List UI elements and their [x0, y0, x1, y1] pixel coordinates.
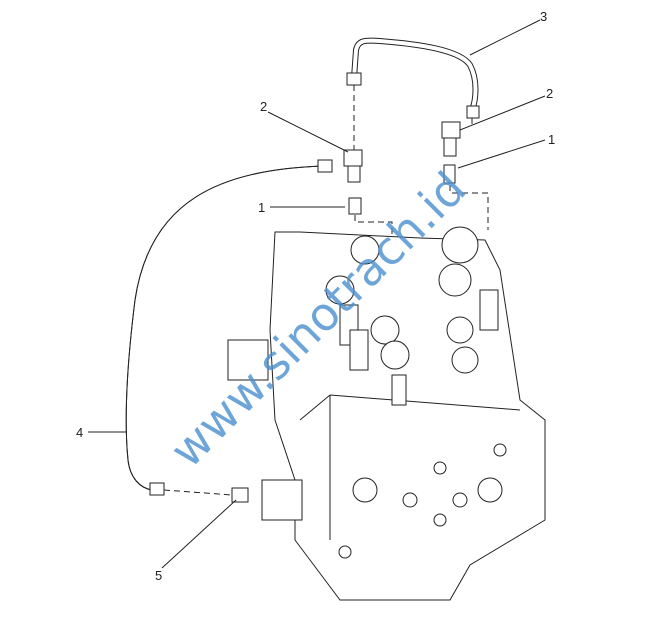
callout-4: 4 — [76, 425, 83, 440]
hose-3 — [351, 37, 479, 112]
callout-3: 3 — [540, 9, 547, 24]
callout-1-right: 1 — [548, 132, 555, 147]
tee-fitting-left — [343, 149, 363, 183]
adapter-right — [443, 164, 456, 184]
callout-2-right: 2 — [546, 86, 553, 101]
control-valve-block — [227, 226, 546, 601]
hose-4-fitting-bottom — [149, 482, 165, 496]
hose-4-fitting-top — [317, 159, 333, 173]
callout-1-left: 1 — [258, 200, 265, 215]
callout-5: 5 — [155, 568, 162, 583]
adapter-5 — [231, 487, 249, 503]
callout-2-left: 2 — [260, 99, 267, 114]
adapter-left — [348, 197, 362, 215]
tee-fitting-right — [441, 121, 461, 157]
